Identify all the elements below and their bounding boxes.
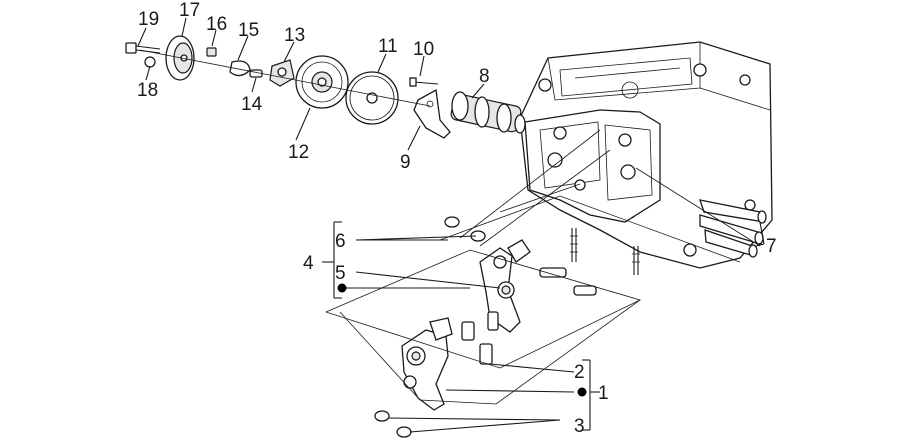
counterweight xyxy=(269,59,295,87)
rocker-arm-upper xyxy=(479,239,531,333)
leader-lines xyxy=(137,17,765,247)
callout-2: 2 xyxy=(574,362,585,383)
callout-6: 6 xyxy=(335,231,346,252)
spring-15 xyxy=(229,60,251,77)
callout-9: 9 xyxy=(400,152,411,173)
callout-7: 7 xyxy=(766,236,777,257)
camshaft xyxy=(450,91,526,134)
gear-12 xyxy=(295,55,349,109)
callout-10: 10 xyxy=(413,39,434,60)
screw-16 xyxy=(206,47,217,57)
callout-16: 16 xyxy=(206,14,227,35)
rocker-arm-lower xyxy=(401,317,453,411)
callout-17: 17 xyxy=(179,0,200,21)
callout-8: 8 xyxy=(479,66,490,87)
cylinder-head xyxy=(519,41,773,275)
assembly-guide-lines xyxy=(324,129,761,405)
callout-1: 1 xyxy=(598,383,609,404)
callout-13: 13 xyxy=(284,25,305,46)
callout-5: 5 xyxy=(335,263,346,284)
bolt-19 xyxy=(125,42,161,54)
callout-15: 15 xyxy=(238,20,259,41)
timing-sprocket xyxy=(345,71,399,125)
bracket-group-4 xyxy=(322,221,501,299)
callout-12: 12 xyxy=(288,142,309,163)
screw-10 xyxy=(409,77,439,87)
decompressor-plate xyxy=(413,88,451,139)
rocker-shaft-pins xyxy=(461,267,597,365)
washers-6 xyxy=(444,216,486,242)
callout-11: 11 xyxy=(378,36,398,57)
callout-14: 14 xyxy=(241,94,263,115)
callout-18: 18 xyxy=(137,80,158,101)
callout-3: 3 xyxy=(574,416,585,437)
callout-19: 19 xyxy=(138,9,159,30)
bracket-group-1 xyxy=(387,359,600,433)
adjuster-nuts-3 xyxy=(374,410,412,438)
callout-4: 4 xyxy=(303,253,314,274)
washer-18 xyxy=(144,56,156,68)
